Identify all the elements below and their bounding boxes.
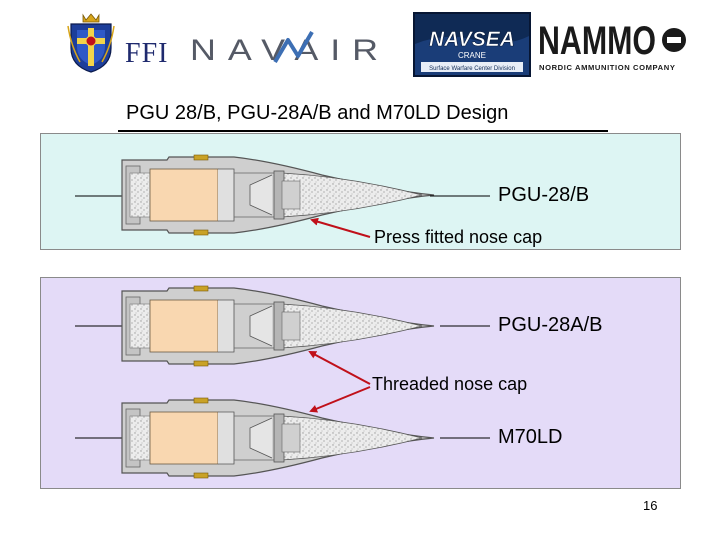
svg-text:CRANE: CRANE: [458, 51, 486, 60]
ffi-coat-of-arms-icon: [67, 13, 115, 73]
title-underline: [118, 130, 608, 132]
projectile-pgu-28ab: [121, 285, 435, 367]
label-pgu-28b: PGU-28/B: [498, 184, 590, 206]
nammo-tagline: NORDIC AMMUNITION COMPANY: [539, 63, 676, 72]
label-m70ld: M70LD: [498, 426, 563, 448]
projectile-pgu-28b: [121, 154, 435, 236]
navsea-logo: NAVSEA CRANE Surface Warfare Center Divi…: [413, 12, 531, 77]
page-number: 16: [643, 498, 658, 513]
page-title: PGU 28/B, PGU-28A/B and M70LD Design: [126, 102, 509, 124]
svg-text:NAVSEA: NAVSEA: [429, 28, 515, 51]
svg-text:NAMMO: NAMMO: [538, 19, 656, 63]
nammo-wordmark: NAMMO: [538, 19, 686, 63]
navair-logo-text: NAVAIR: [190, 34, 390, 66]
projectile-m70ld: [121, 397, 435, 479]
svg-text:Surface Warfare Center Divisio: Surface Warfare Center Division: [429, 66, 515, 72]
callout-threaded-nose-cap: Threaded nose cap: [372, 374, 528, 394]
ffi-logo: FFI: [125, 38, 169, 69]
navair-logo: NAVAIR: [190, 30, 390, 66]
callout-arrow-2: [308, 351, 371, 385]
callout-arrow-3: [309, 386, 371, 413]
callout-press-fitted-nose-cap: Press fitted nose cap: [374, 227, 543, 247]
label-pgu-28ab: PGU-28A/B: [498, 314, 603, 336]
nammo-logo: NAMMO NORDIC AMMUNITION COMPANY: [538, 16, 688, 76]
navsea-emblem-icon: NAVSEA CRANE Surface Warfare Center Divi…: [415, 14, 529, 75]
callout-arrow-1: [310, 217, 371, 238]
